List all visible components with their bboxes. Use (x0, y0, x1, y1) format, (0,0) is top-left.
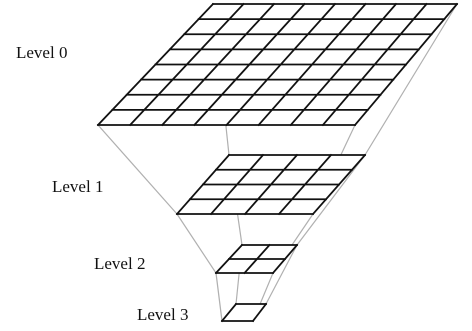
level-0-col-line-4 (225, 2, 337, 127)
connector-line-1-3 (176, 213, 217, 274)
connector-line-2-3 (215, 272, 223, 322)
level-0-col-line-8 (353, 2, 459, 127)
level-3-col-line-0 (220, 302, 238, 323)
level-1-label: Level 1 (52, 177, 104, 196)
level-3-label: Level 3 (137, 305, 189, 324)
level-1-col-line-4 (311, 153, 367, 216)
level-0-col-line-7 (321, 2, 428, 127)
level-2-col-line-1 (243, 243, 271, 275)
level-1-grid (175, 153, 367, 216)
connector-line-1-1 (296, 154, 366, 246)
connector-line-0-3 (97, 124, 178, 215)
connector-line-2-1 (265, 244, 298, 305)
level-2-col-line-2 (271, 243, 299, 275)
level-0-col-line-5 (257, 2, 367, 127)
level-0-label: Level 0 (16, 43, 68, 62)
level-grids (96, 2, 459, 323)
level-0-grid (96, 2, 459, 127)
level-2-label: Level 2 (94, 254, 146, 273)
level-3-grid (220, 302, 268, 323)
level-1-col-line-2 (243, 153, 299, 216)
level-1-col-line-3 (277, 153, 333, 216)
level-2-grid (214, 243, 299, 275)
level-0-col-line-6 (289, 2, 398, 127)
level-3-col-line-1 (251, 302, 268, 323)
connector-line-0-1 (364, 3, 458, 156)
